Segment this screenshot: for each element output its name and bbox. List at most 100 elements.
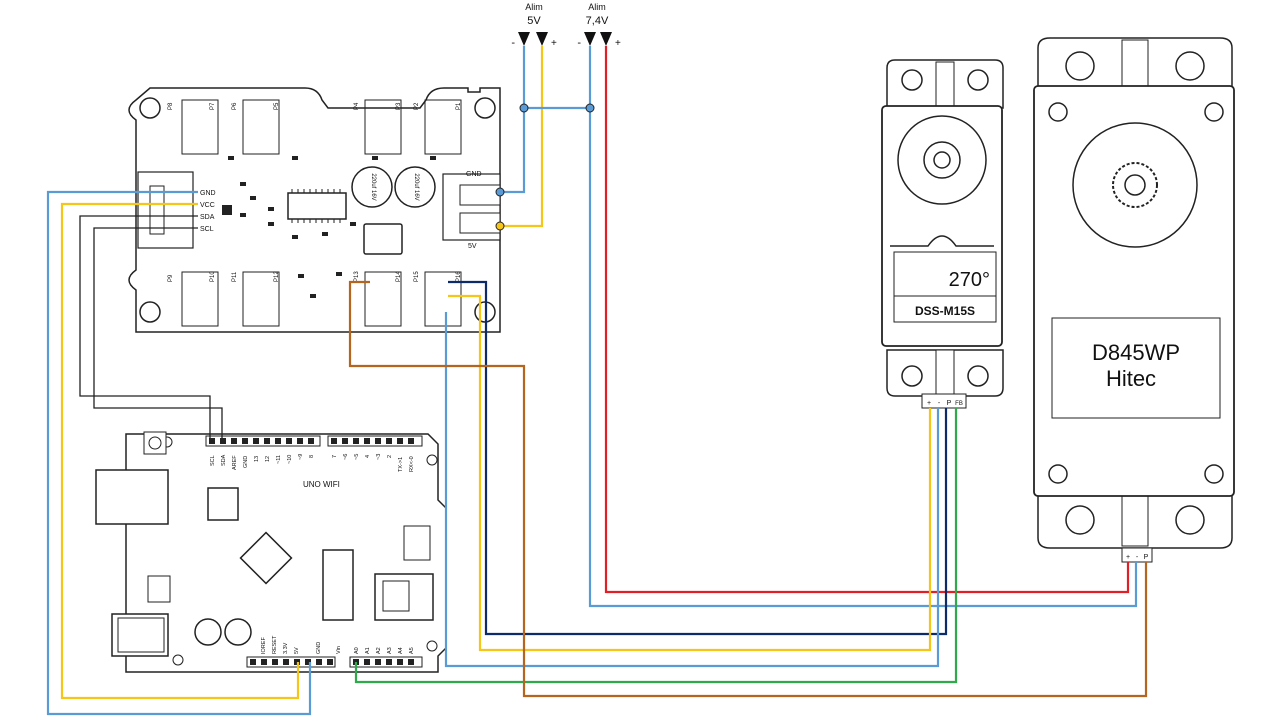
servo-small-pin-minus: -	[938, 400, 941, 407]
servo-d845wp: D845WP Hitec + - P	[1033, 37, 1235, 563]
pin-label-ioref: IOREF	[261, 637, 267, 654]
pin-label-6: ~6	[343, 454, 349, 460]
supply-5v-label: Alim	[525, 2, 543, 12]
port-label-p12: P12	[274, 271, 280, 282]
regulator-ic	[147, 575, 171, 603]
pin-label-9: ~9	[298, 454, 304, 460]
pin-label-rx: RX<-0	[409, 456, 415, 472]
pin-label-a5: A5	[409, 647, 415, 654]
pin-label-8: 8	[309, 455, 315, 458]
port-label-p10: P10	[210, 271, 216, 282]
servo-port-headers-bottom	[181, 271, 462, 327]
i2c-pin-sda: SDA	[200, 214, 215, 221]
terminal-5v-label: 5V	[468, 243, 477, 250]
supply-7v4-plus: +	[615, 38, 621, 49]
port-label-p11: P11	[232, 271, 238, 282]
capacitor-b	[224, 618, 252, 646]
pin-label-2: 2	[387, 455, 393, 458]
wire-5v-plus	[500, 46, 544, 228]
pin-label-reset: RESET	[272, 635, 278, 654]
i2c-pin-gnd: GND	[200, 190, 216, 197]
servo-small-connector	[921, 393, 967, 409]
port-label-p4: P4	[354, 102, 360, 110]
supply-7v4-voltage: 7,4V	[586, 15, 609, 27]
pin-label-scl: SCL	[210, 455, 216, 466]
capacitor-2-label: 220uf 16V	[413, 173, 419, 200]
pwm-chip	[287, 192, 347, 220]
servo-large-model: D845WP	[1092, 340, 1180, 365]
i2c-pin-scl: SCL	[200, 226, 214, 233]
port-label-p6: P6	[232, 102, 238, 110]
arduino-uno-wifi: SCL SDA AREF GND 13 12 ~11 ~10 ~9 8 7 ~6…	[95, 431, 447, 673]
servo-large-brand: Hitec	[1106, 366, 1156, 391]
usb-chip	[207, 487, 239, 521]
board-name: UNO WIFI	[303, 480, 340, 489]
pin-label-11: ~11	[276, 455, 282, 464]
regulator	[363, 223, 403, 255]
microcontroller-chip	[322, 549, 354, 621]
port-label-p15: P15	[414, 271, 420, 282]
wire-feedback-a0	[354, 408, 958, 684]
port-label-p7: P7	[210, 102, 216, 110]
pin-label-aref: AREF	[232, 455, 238, 470]
port-label-p3: P3	[396, 102, 402, 110]
power-supply-7v4: Alim 7,4V - +	[577, 2, 621, 49]
supply-7v4-minus: -	[577, 37, 581, 49]
pin-label-4: 4	[365, 455, 371, 458]
servo-small-pin-p: P	[947, 400, 952, 407]
atmega-chip	[239, 531, 293, 585]
power-header	[246, 656, 336, 668]
pin-label-3: ~3	[376, 454, 382, 460]
servo-small-angle: 270°	[949, 269, 990, 291]
icsp-header	[403, 525, 431, 561]
wires	[46, 46, 1148, 716]
pin-label-3v3: 3.3V	[283, 642, 289, 654]
wire-small-servo-pwm	[448, 280, 948, 636]
pin-label-sda: SDA	[221, 454, 227, 466]
pin-label-vin: Vin	[336, 646, 342, 654]
usb-connector	[95, 469, 169, 525]
wire-small-servo-vcc	[448, 294, 932, 652]
servo-small-pin-plus: +	[927, 400, 931, 407]
wire-vcc	[60, 202, 300, 700]
pin-label-12: 12	[265, 456, 271, 462]
supply-5v-plus: +	[551, 38, 557, 49]
pin-label-a3: A3	[387, 647, 393, 654]
capacitor-1	[351, 166, 393, 208]
wire-scl	[93, 227, 223, 444]
servo-large-pin-p: P	[1144, 554, 1149, 561]
pin-label-tx: TX->1	[398, 457, 404, 472]
servo-small-model: DSS-M15S	[915, 304, 975, 318]
pin-label-7: 7	[332, 455, 338, 458]
wire-i2c-gnd	[46, 190, 312, 716]
supply-5v-voltage: 5V	[527, 15, 541, 27]
wire-sda	[79, 215, 211, 444]
pin-label-10: ~10	[287, 455, 293, 464]
power-jack	[111, 613, 169, 657]
power-supply-5v: Alim 5V - +	[511, 2, 557, 49]
pin-label-gnd-1: GND	[316, 642, 322, 654]
pin-label-a2: A2	[376, 647, 382, 654]
wire-5v-minus	[500, 46, 526, 194]
terminal-gnd-label: GND	[466, 171, 482, 178]
servo-small-pin-fb: FB	[955, 401, 963, 407]
supply-5v-minus: -	[511, 37, 515, 49]
pin-label-gnd: GND	[243, 456, 249, 468]
wire-7v4-plus	[604, 46, 1130, 594]
wire-large-servo-pwm	[348, 280, 1148, 698]
port-label-p5: P5	[274, 102, 280, 110]
wire-7v4-minus	[588, 46, 1138, 608]
i2c-connector	[137, 171, 194, 249]
supply-7v4-label: Alim	[588, 2, 606, 12]
port-label-p9: P9	[168, 274, 174, 282]
servo-large-pin-minus: -	[1136, 554, 1139, 561]
digital-header-1	[205, 435, 321, 447]
pin-label-5: ~5	[354, 454, 360, 460]
pin-label-a1: A1	[365, 647, 371, 654]
pin-label-5v: 5V	[294, 647, 300, 654]
pin-label-a4: A4	[398, 647, 404, 654]
capacitor-1-label: 220uf 16V	[370, 173, 376, 200]
servo-driver-board: P8 P7 P6 P5 P4 P3 P2 P1 P9 P10 P11 P12 P…	[128, 87, 501, 333]
port-label-p13: P13	[354, 271, 360, 282]
